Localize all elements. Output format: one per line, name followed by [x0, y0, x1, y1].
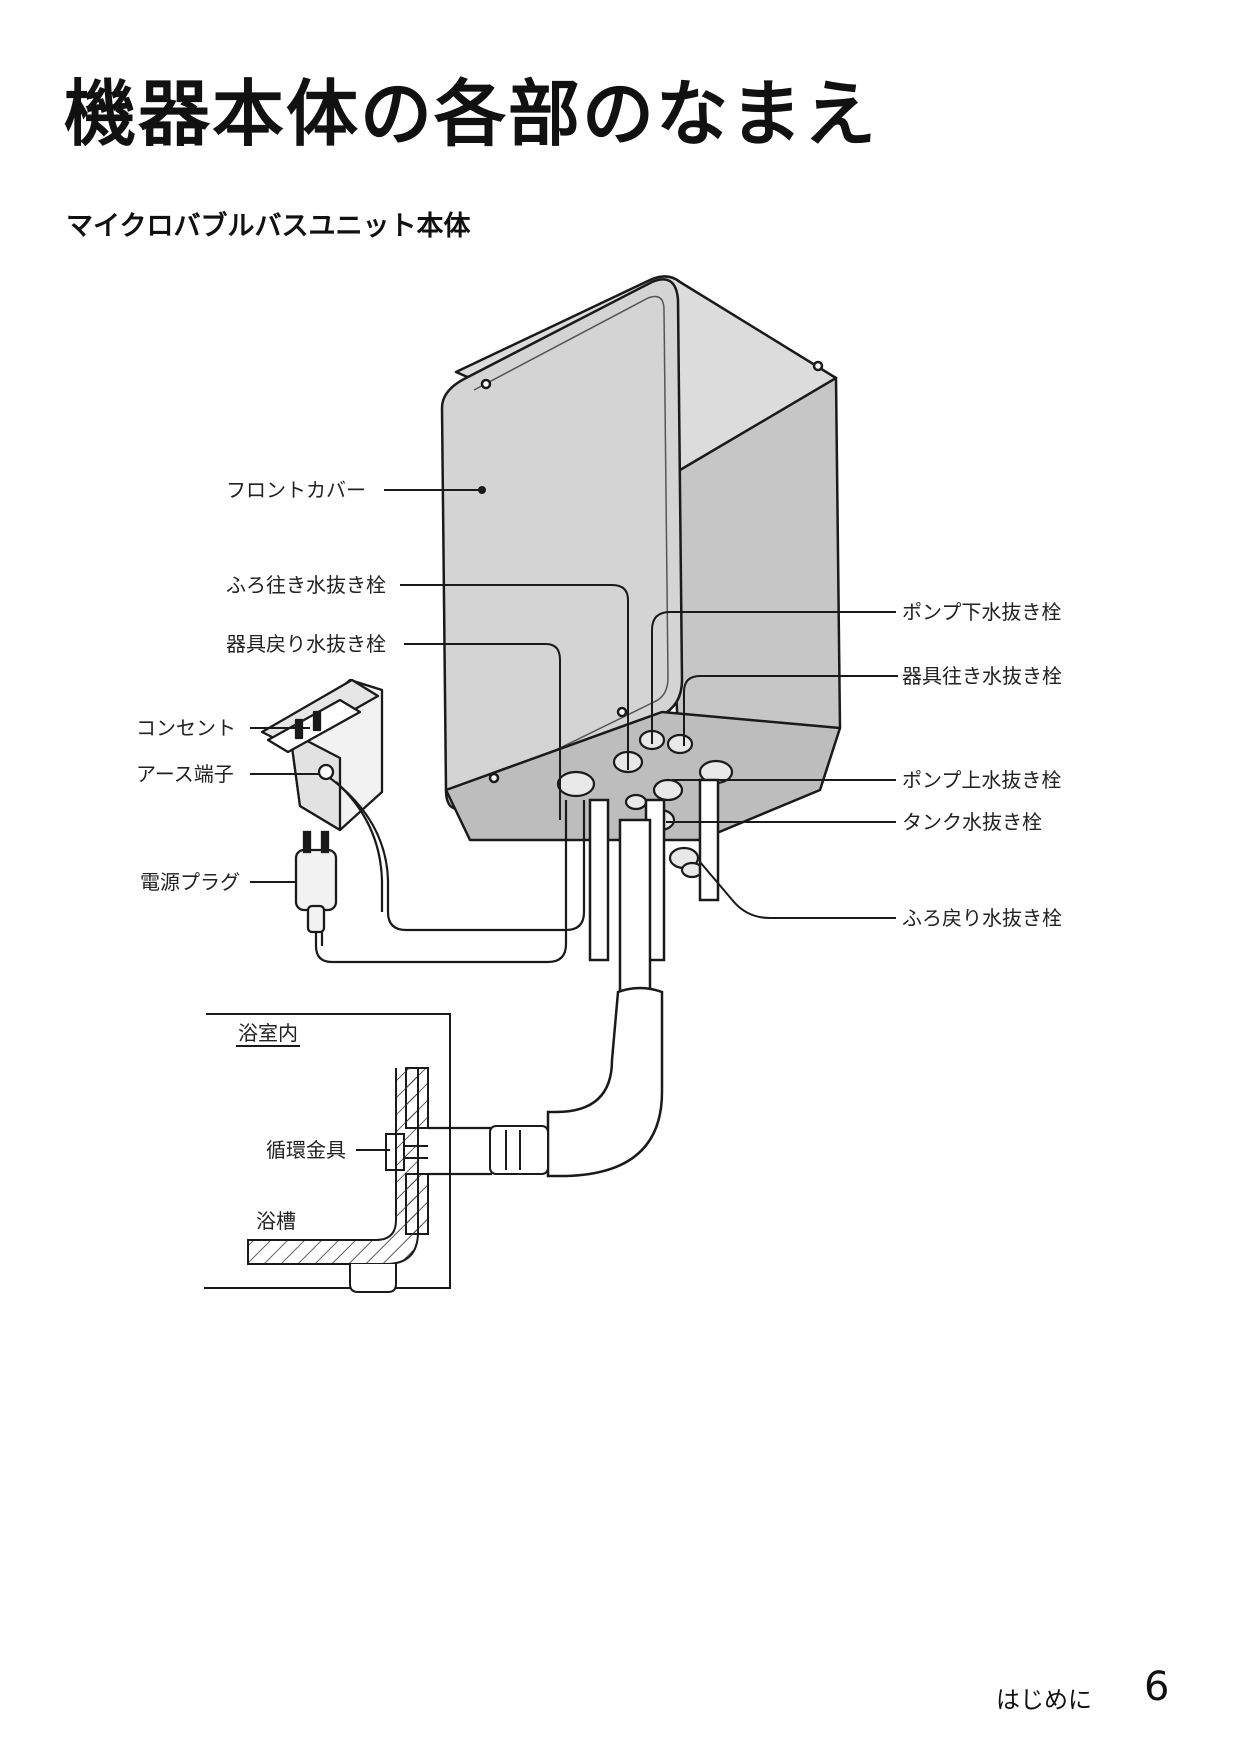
pipe — [698, 778, 720, 902]
hose-connectors — [489, 1125, 549, 1175]
leader-bath-return-drain — [699, 861, 896, 919]
fitting — [652, 778, 684, 802]
leader-pump-lower-drain — [651, 611, 896, 744]
label-tank-drain: タンク水抜き栓 — [902, 810, 1042, 834]
fitting — [624, 793, 648, 811]
leader-lines — [236, 486, 898, 1151]
pipe — [618, 818, 652, 1002]
label-pump-lower-drain: ポンプ下水抜き栓 — [902, 600, 1061, 624]
label-bathtub: 浴槽 — [256, 1209, 296, 1233]
unit-bottom-plate — [444, 710, 842, 842]
page-title: 機器本体の各部のなまえ — [64, 72, 879, 156]
label-outlet: コンセント — [136, 716, 236, 740]
label-bath-out-drain: ふろ往き水抜き栓 — [226, 573, 386, 597]
label-power-plug: 電源プラグ — [140, 870, 240, 894]
unit-body — [440, 275, 842, 842]
leader-bath-out-drain — [400, 584, 629, 770]
power-plug — [294, 830, 338, 934]
flex-hose — [546, 986, 664, 1178]
fitting — [666, 733, 694, 755]
power-cords — [314, 777, 586, 964]
earth-terminal-screw — [317, 763, 335, 781]
footer-section-label: はじめに — [996, 1686, 1092, 1714]
leader-unit-return-drain — [404, 643, 561, 820]
wall-pipe — [428, 1126, 492, 1176]
pipe — [588, 798, 610, 962]
fitting — [556, 770, 596, 798]
label-circulation-fitting: 循環金具 — [266, 1138, 346, 1162]
outlet-box — [260, 678, 384, 832]
label-bath-return-drain: ふろ戻り水抜き栓 — [902, 906, 1062, 930]
leader-unit-out-drain — [683, 675, 898, 746]
label-earth-terminal: アース端子 — [136, 762, 234, 786]
label-unit-out-drain: 器具往き水抜き栓 — [902, 664, 1062, 688]
pipes — [588, 778, 720, 1002]
label-bathroom-inside: 浴室内 — [238, 1021, 298, 1045]
label-front-cover: フロントカバー — [226, 478, 366, 502]
section-title: マイクロバブルバスユニット本体 — [66, 211, 471, 242]
page-number: 6 — [1144, 1664, 1170, 1710]
label-pump-upper-drain: ポンプ上水抜き栓 — [902, 768, 1061, 792]
label-unit-return-drain: 器具戻り水抜き栓 — [226, 632, 386, 656]
bathroom-section — [204, 1013, 451, 1293]
